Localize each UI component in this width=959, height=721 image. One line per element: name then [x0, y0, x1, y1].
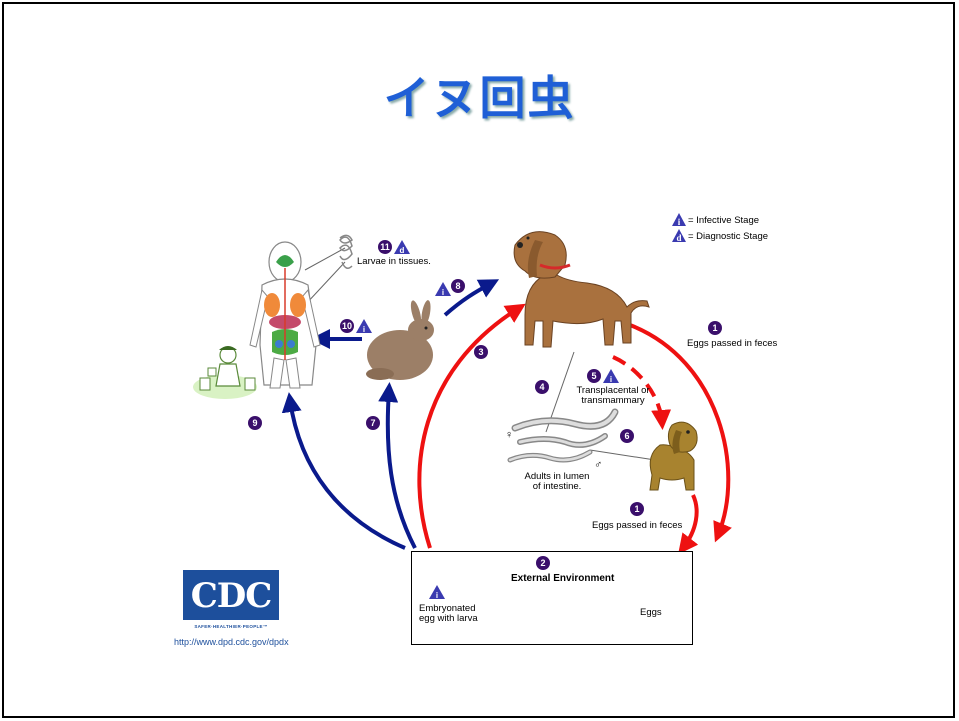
- adult-worms-figure: [507, 408, 619, 463]
- pointer-larvae-1: [304, 247, 346, 271]
- step-5-inf: i: [610, 375, 612, 384]
- step-8: 8: [455, 281, 460, 291]
- step-11-diag: d: [400, 246, 405, 255]
- child-playing-figure: [193, 346, 257, 399]
- step-9: 9: [252, 418, 257, 428]
- diagnostic-stage-icon: d: [672, 229, 686, 242]
- larva-coil: [339, 234, 353, 269]
- label-transplacental-1: Transplacental or: [576, 385, 650, 396]
- label-eggs-feces-bottom: Eggs passed in feces: [592, 520, 683, 531]
- step-6: 6: [624, 431, 629, 441]
- label-adults-1: Adults in lumen: [524, 471, 590, 482]
- legend-infective-text: = Infective Stage: [688, 215, 760, 226]
- step-1-top: 1: [712, 323, 717, 333]
- step-10-inf: i: [363, 325, 365, 334]
- step-11: 11: [380, 242, 390, 252]
- step-8-inf: i: [442, 288, 444, 297]
- arrow-env-to-dog: [417, 303, 526, 549]
- step-1-bottom: 1: [634, 504, 639, 514]
- step-3: 3: [478, 347, 483, 357]
- legend-diagnostic-glyph: d: [676, 233, 681, 242]
- slide-title: イヌ回虫: [383, 71, 576, 125]
- step-10: 10: [342, 321, 352, 331]
- label-embryonated-2: egg with larva: [419, 613, 478, 624]
- puppy-figure: [649, 421, 698, 491]
- rabbit-figure: [366, 300, 434, 380]
- infective-stage-icon: i: [672, 213, 686, 226]
- cdc-tagline: SAFER·HEALTHIER·PEOPLE™: [194, 624, 268, 629]
- label-eggs: Eggs: [640, 607, 662, 618]
- arrow-dog-to-puppy: [612, 355, 672, 430]
- arrow-rabbit-to-dog: [443, 279, 500, 317]
- step-2: 2: [540, 558, 545, 568]
- env-inf: i: [436, 591, 438, 600]
- label-embryonated-1: Embryonated: [419, 603, 476, 614]
- arrow-env-to-rabbit: [378, 382, 417, 549]
- label-larvae-tissues: Larvae in tissues.: [357, 256, 431, 267]
- label-external-environment: External Environment: [511, 573, 615, 584]
- arrow-env-to-human: [281, 392, 406, 550]
- dog-figure: [513, 231, 650, 348]
- label-eggs-feces-top: Eggs passed in feces: [687, 338, 778, 349]
- cdc-logo: CDC: [183, 570, 279, 620]
- external-environment-box: [411, 551, 693, 645]
- label-male-symbol: ♂: [594, 459, 603, 471]
- pointer-larvae-2: [304, 261, 346, 306]
- label-female-symbol: ♀: [505, 429, 514, 441]
- step-4: 4: [539, 382, 544, 392]
- human-body-figure: [249, 241, 321, 389]
- pointer-worm-to-puppy: [589, 449, 656, 461]
- step-5: 5: [591, 371, 596, 381]
- arrow-dog-eggs-to-env: [629, 323, 732, 543]
- label-adults-2: of intestine.: [532, 481, 582, 492]
- legend-infective-glyph: i: [678, 217, 681, 226]
- cdc-url-link[interactable]: http://www.dpd.cdc.gov/dpdx: [174, 637, 289, 647]
- step-7: 7: [370, 418, 375, 428]
- arrow-puppy-to-env: [678, 494, 699, 555]
- legend-diagnostic-text: = Diagnostic Stage: [688, 231, 769, 242]
- label-transplacental-2: transmammary: [581, 395, 645, 406]
